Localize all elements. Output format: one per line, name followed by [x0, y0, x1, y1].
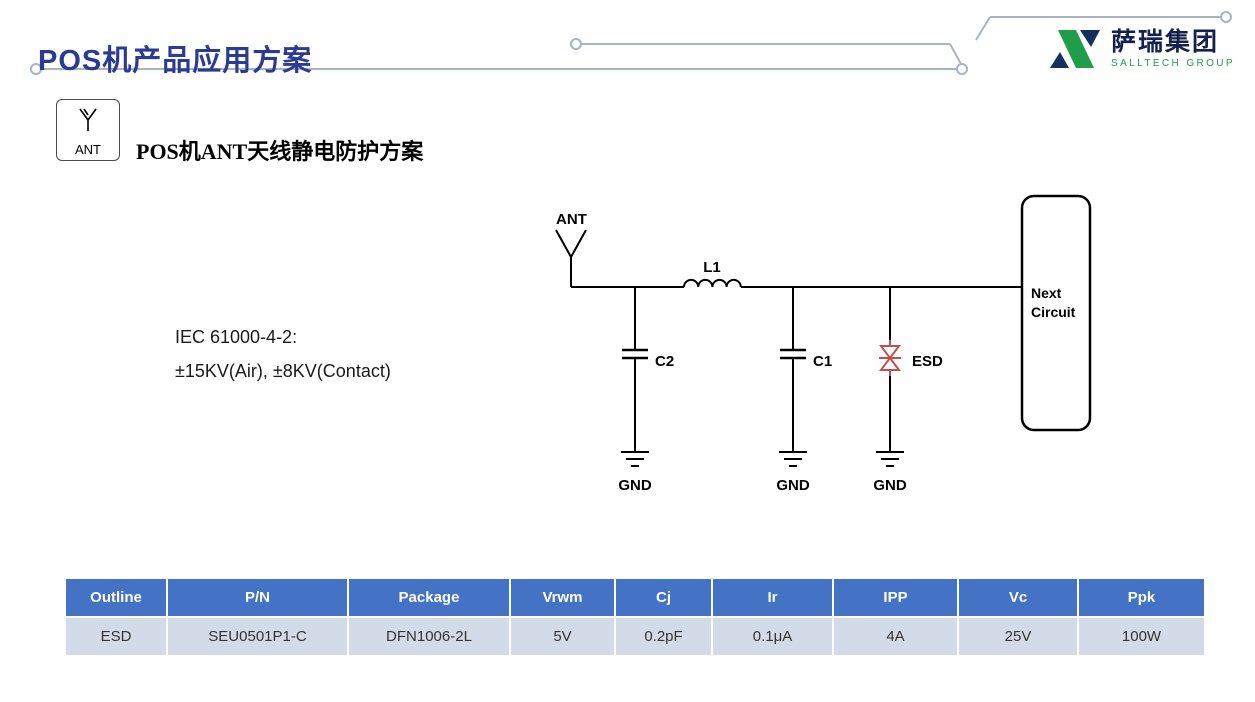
data-cell: SEU0501P1-C: [167, 617, 348, 656]
data-cell: 0.2pF: [615, 617, 712, 656]
inductor-label: L1: [703, 259, 721, 276]
iec-line2: ±15KV(Air), ±8KV(Contact): [175, 361, 391, 382]
gnd-symbol: [779, 451, 807, 467]
gnd-label: GND: [618, 477, 652, 494]
header-cell: P/N: [167, 578, 348, 617]
logo: 萨瑞集团 SALLTECH GROUP: [1048, 22, 1235, 76]
data-cell: 25V: [958, 617, 1078, 656]
gnd-label: GND: [776, 477, 810, 494]
gnd-symbol: [621, 451, 649, 467]
next-circuit-label-line2: Circuit: [1031, 304, 1076, 320]
ant-box-label: ANT: [75, 142, 101, 157]
data-cell: 4A: [833, 617, 958, 656]
ant-label: ANT: [556, 211, 587, 228]
header-cell: Cj: [615, 578, 712, 617]
logo-name: 萨瑞集团: [1111, 27, 1220, 56]
iec-line1: IEC 61000-4-2:: [175, 327, 298, 347]
header-cell: IPP: [833, 578, 958, 617]
logo-text: 萨瑞集团 SALLTECH GROUP: [1111, 27, 1235, 70]
esd-diode-symbol: [879, 340, 901, 376]
ant-icon-box: ANT: [56, 99, 120, 161]
gnd-label: GND: [873, 477, 907, 494]
header-cell: Outline: [65, 578, 167, 617]
iec-standard-text: IEC 61000-4-2: ±15KV(Air), ±8KV(Contact): [175, 320, 391, 388]
cap1-label: C1: [813, 353, 832, 370]
inductor-symbol: [683, 278, 742, 288]
data-cell: DFN1006-2L: [348, 617, 510, 656]
page-title: POS机产品应用方案: [38, 45, 313, 78]
circuit-wires: [555, 229, 1022, 467]
logo-mark-icon: [1050, 30, 1100, 68]
spec-table: Outline P/N Package Vrwm Cj Ir IPP Vc Pp…: [65, 578, 1205, 656]
circuit-diagram: ANT L1 C2 C1 ESD GND GND GND Next Circui…: [555, 194, 1092, 494]
data-cell: ESD: [65, 617, 167, 656]
data-cell: 0.1μA: [712, 617, 833, 656]
header-cell: Ir: [712, 578, 833, 617]
cap2-label: C2: [655, 353, 674, 370]
esd-label: ESD: [912, 353, 943, 370]
gnd-symbol: [876, 451, 904, 467]
header-cell: Vrwm: [510, 578, 615, 617]
data-cell: 5V: [510, 617, 615, 656]
antenna-icon: [79, 108, 97, 131]
section-title: POS机ANT天线静电防护方案: [136, 139, 424, 165]
table-header-row: Outline P/N Package Vrwm Cj Ir IPP Vc Pp…: [65, 578, 1205, 617]
header-cell: Vc: [958, 578, 1078, 617]
next-circuit-label-line1: Next: [1031, 285, 1062, 301]
header-cell: Ppk: [1078, 578, 1205, 617]
logo-subtitle: SALLTECH GROUP: [1111, 58, 1235, 70]
table-row: ESD SEU0501P1-C DFN1006-2L 5V 0.2pF 0.1μ…: [65, 617, 1205, 656]
next-circuit-box: [1020, 194, 1092, 432]
data-cell: 100W: [1078, 617, 1205, 656]
header-cell: Package: [348, 578, 510, 617]
